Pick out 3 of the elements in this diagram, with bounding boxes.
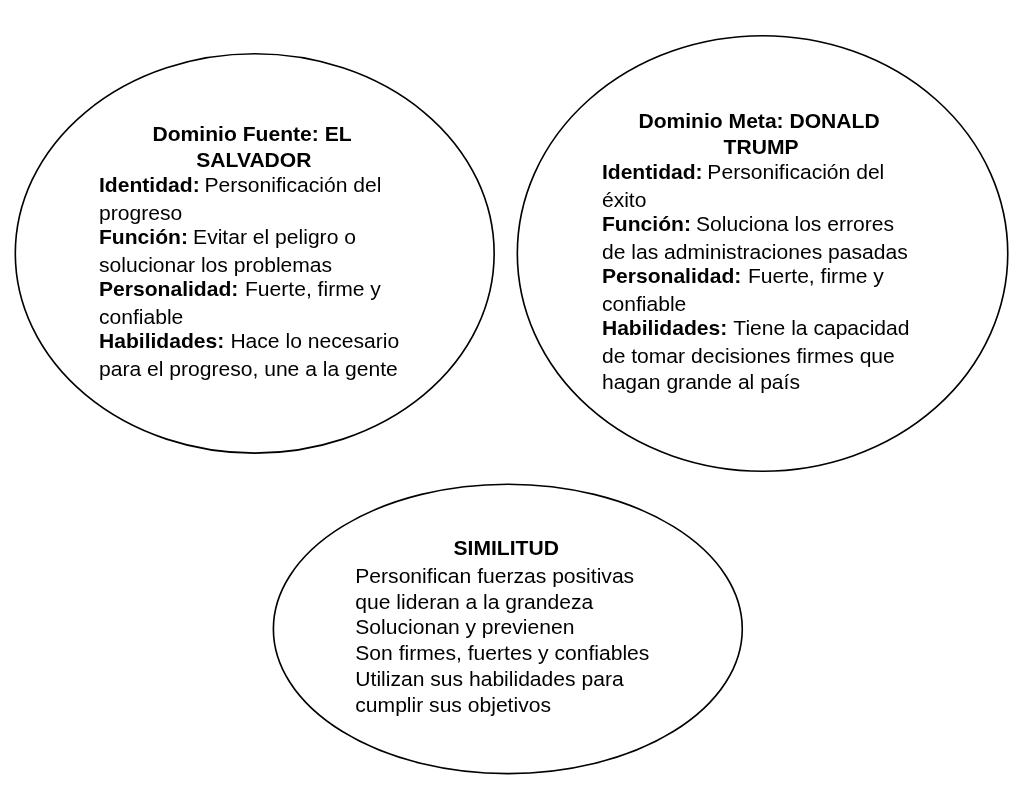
node-ellipse: Dominio Fuente: EL SALVADOR Identidad: Personificación del progreso Función: Evitar el peligro o solucionar los problemas Personalidad: Fuerte, firme y confiable Habilidades: Hace lo necesario para el progreso, une a la gente	[14, 52, 495, 454]
node-ellipse: SIMILITUD Personifican fuerzas positivas que lideran a la grandeza Solucionan y previenen Son firmes, fuertes y confiables Utilizan sus habilidades para cumplir sus objetivos	[272, 482, 744, 774]
node-ellipse: Dominio Meta: DONALD TRUMP Identidad: Personificación del éxito Función: Soluciona los errores de las administraciones pasadas Personalidad: Fuerte, firme y confiable Habilidades: Tiene la capacidad de tomar decisiones firmes que hagan grande al país	[516, 34, 1009, 472]
